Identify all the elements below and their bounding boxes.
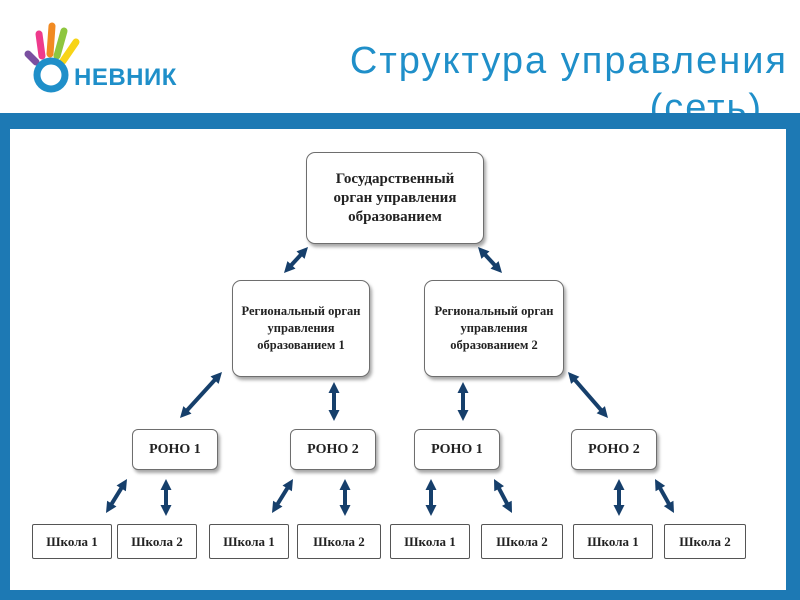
- slide-title-line1: Структура управления: [349, 40, 788, 82]
- node-school-6: Школа 2: [481, 524, 563, 559]
- node-rono-3: РОНО 1: [414, 429, 500, 470]
- arrow-shaft: [657, 485, 672, 507]
- arrow-head: [339, 479, 351, 490]
- arrow-head: [272, 500, 283, 513]
- node-school-3: Школа 1: [209, 524, 289, 559]
- arrow-shaft: [287, 251, 305, 269]
- double-arrow-icon: [457, 382, 469, 421]
- diagram-panel: Государственный орган управления образов…: [10, 129, 786, 590]
- double-arrow-icon: [328, 382, 340, 421]
- node-school-7: Школа 1: [573, 524, 653, 559]
- arrow-head: [501, 500, 512, 513]
- arrow-head: [180, 406, 192, 418]
- node-school-5: Школа 1: [390, 524, 470, 559]
- arrow-head: [425, 479, 437, 490]
- double-arrow-icon: [478, 247, 502, 273]
- arrow-shaft: [495, 485, 511, 507]
- node-school-1: Школа 1: [32, 524, 112, 559]
- arrow-head: [568, 372, 580, 384]
- double-arrow-icon: [106, 479, 127, 513]
- arrow-head: [328, 410, 340, 421]
- arrow-head: [160, 505, 172, 516]
- double-arrow-icon: [425, 479, 437, 516]
- node-school-8: Школа 2: [664, 524, 746, 559]
- arrow-head: [116, 479, 127, 492]
- node-school-4: Школа 2: [297, 524, 381, 559]
- arrow-shaft: [571, 376, 605, 414]
- arrow-head: [490, 261, 502, 273]
- dnevnik-logo: НЕВНИК: [22, 14, 197, 94]
- double-arrow-icon: [494, 479, 512, 513]
- arrow-head: [210, 372, 222, 384]
- arrow-head: [613, 505, 625, 516]
- arrow-head: [613, 479, 625, 490]
- node-school-2: Школа 2: [117, 524, 197, 559]
- double-arrow-icon: [160, 479, 172, 516]
- slide-title-line2: (сеть): [649, 87, 763, 114]
- arrow-head: [296, 247, 308, 259]
- arrow-head: [284, 261, 296, 273]
- double-arrow-icon: [568, 372, 608, 418]
- arrow-head: [457, 410, 469, 421]
- arrow-head: [478, 247, 490, 259]
- arrow-shaft: [274, 484, 291, 508]
- connector-arrows: [106, 247, 674, 516]
- node-state-authority: Государственный орган управления образов…: [306, 152, 484, 244]
- arrow-head: [425, 505, 437, 516]
- double-arrow-icon: [655, 479, 674, 513]
- logo-wordmark: НЕВНИК: [74, 64, 177, 91]
- arrow-head: [596, 406, 608, 418]
- arrow-shaft: [183, 376, 219, 414]
- arrow-head: [457, 382, 469, 393]
- arrow-head: [160, 479, 172, 490]
- node-rono-1: РОНО 1: [132, 429, 218, 470]
- hand-logo-icon: [24, 22, 80, 93]
- arrow-head: [282, 479, 293, 492]
- node-rono-4: РОНО 2: [571, 429, 657, 470]
- arrow-shaft: [481, 251, 499, 269]
- arrow-head: [663, 500, 674, 513]
- arrow-shaft: [108, 484, 125, 508]
- arrow-head: [339, 505, 351, 516]
- node-regional-1: Региональный орган управления образовани…: [232, 280, 370, 377]
- double-arrow-icon: [284, 247, 308, 273]
- double-arrow-icon: [180, 372, 222, 418]
- arrow-head: [494, 479, 505, 492]
- double-arrow-icon: [613, 479, 625, 516]
- arrow-head: [655, 479, 666, 492]
- arrow-head: [106, 500, 117, 513]
- slide-title: Структура управления (сеть): [228, 34, 788, 114]
- node-rono-2: РОНО 2: [290, 429, 376, 470]
- node-regional-2: Региональный орган управления образовани…: [424, 280, 564, 377]
- diagram-frame: Государственный орган управления образов…: [0, 113, 800, 600]
- double-arrow-icon: [339, 479, 351, 516]
- arrow-head: [328, 382, 340, 393]
- double-arrow-icon: [272, 479, 293, 513]
